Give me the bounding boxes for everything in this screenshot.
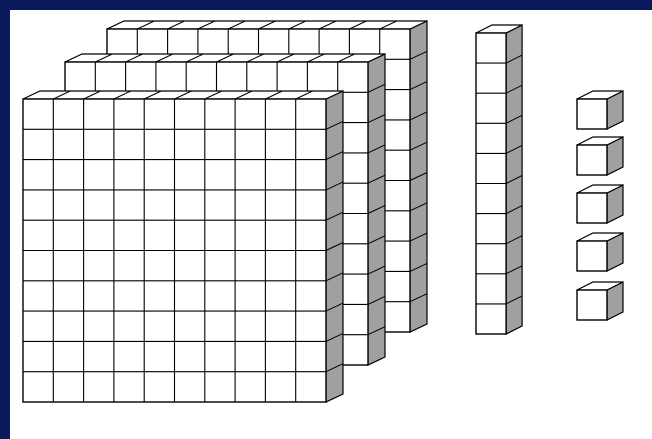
one-unit-3 bbox=[577, 185, 623, 223]
one-unit-2-front-face bbox=[577, 145, 607, 175]
one-unit-5 bbox=[577, 282, 623, 320]
one-unit-4-front-face bbox=[577, 241, 607, 271]
one-unit-3-front-face bbox=[577, 193, 607, 223]
hundreds-flats-group bbox=[23, 21, 427, 402]
ten-rod-1 bbox=[476, 25, 522, 334]
one-unit-2 bbox=[577, 137, 623, 175]
one-unit-5-front-face bbox=[577, 290, 607, 320]
hundred-flat-3 bbox=[23, 91, 343, 402]
ones-units-group bbox=[577, 91, 623, 320]
one-unit-1-front-face bbox=[577, 99, 607, 129]
tens-rod-group bbox=[476, 25, 522, 334]
one-unit-4 bbox=[577, 233, 623, 271]
one-unit-1 bbox=[577, 91, 623, 129]
